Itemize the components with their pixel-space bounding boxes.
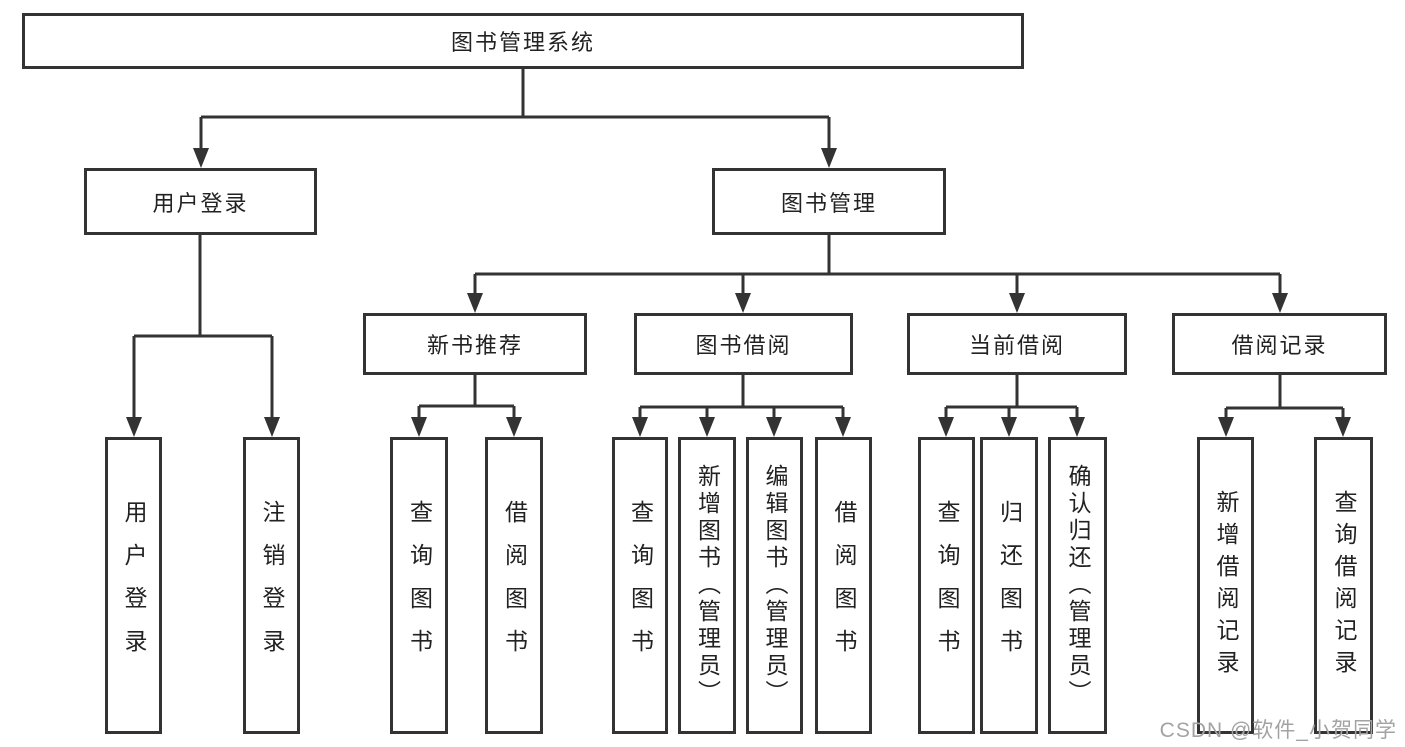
leaf-label: 查询借阅记录 [1331, 489, 1357, 682]
arrowhead-icon [1335, 417, 1351, 437]
node-current-borrow: 当前借阅 [907, 313, 1127, 375]
leaf-label: 用户登录 [121, 499, 147, 672]
node-label: 新书推荐 [426, 333, 523, 358]
node-label: 图书管理系统 [450, 30, 595, 55]
arrowhead-icon [467, 293, 483, 313]
leaf-label: 查询图书 [406, 499, 433, 672]
arrowhead-icon [1009, 293, 1025, 313]
arrowhead-icon [1272, 293, 1288, 313]
leaf-query-books-borrow: 查询图书 [612, 437, 668, 734]
node-book-borrow: 图书借阅 [634, 313, 853, 375]
leaf-add-borrow-record: 新增借阅记录 [1197, 437, 1254, 734]
leaf-label: 新增借阅记录 [1213, 489, 1239, 682]
leaf-add-book-admin: 新增图书（管理员） [678, 437, 736, 734]
arrowhead-icon [735, 293, 751, 313]
leaf-label: 查询图书 [934, 499, 960, 672]
leaf-query-borrow-record: 查询借阅记录 [1314, 437, 1373, 734]
leaf-label: 注销登录 [259, 499, 285, 672]
leaf-query-books-current: 查询图书 [918, 437, 975, 734]
leaf-label: 确认归还（管理员） [1065, 464, 1091, 707]
node-new-book-recommend: 新书推荐 [363, 313, 587, 375]
leaf-label: 新增图书（管理员） [694, 464, 721, 707]
arrowhead-icon [506, 417, 522, 437]
arrowhead-icons [126, 148, 1351, 437]
arrowhead-icon [821, 148, 837, 168]
node-label: 当前借阅 [968, 333, 1065, 358]
arrowhead-icon [411, 417, 427, 437]
node-root-system: 图书管理系统 [22, 13, 1024, 69]
arrowhead-icon [126, 417, 142, 437]
leaf-confirm-return-admin: 确认归还（管理员） [1048, 437, 1107, 734]
node-user-login: 用户登录 [84, 168, 317, 235]
arrowhead-icon [264, 417, 280, 437]
leaf-edit-book-admin: 编辑图书（管理员） [746, 437, 803, 734]
arrowhead-icon [835, 417, 851, 437]
leaf-label: 编辑图书（管理员） [762, 464, 788, 707]
arrowhead-icon [193, 148, 209, 168]
arrowhead-icon [632, 417, 648, 437]
arrowhead-icon [1069, 417, 1085, 437]
arrowhead-icon [699, 417, 715, 437]
csdn-watermark: CSDN @软件_小贺同学 [1159, 719, 1397, 742]
node-book-management: 图书管理 [712, 168, 946, 235]
node-label: 图书借阅 [695, 333, 792, 358]
arrowhead-icon [1001, 417, 1017, 437]
node-label: 图书管理 [780, 190, 877, 216]
leaf-user-login: 用户登录 [105, 437, 162, 734]
connector-paths [132, 69, 1345, 420]
node-label: 用户登录 [152, 190, 249, 216]
leaf-return-book: 归还图书 [980, 437, 1038, 734]
leaf-borrow-books: 借阅图书 [815, 437, 872, 734]
arrowhead-icon [766, 417, 782, 437]
leaf-label: 归还图书 [996, 499, 1023, 672]
arrowhead-icon [1218, 417, 1234, 437]
leaf-query-books-recommend: 查询图书 [390, 437, 448, 734]
arrowhead-icon [938, 417, 954, 437]
leaf-borrow-books-recommend: 借阅图书 [485, 437, 543, 734]
leaf-label: 借阅图书 [831, 499, 857, 672]
leaf-label: 借阅图书 [501, 499, 528, 672]
leaf-label: 查询图书 [627, 499, 654, 672]
node-borrow-records: 借阅记录 [1172, 313, 1387, 375]
leaf-logout: 注销登录 [243, 437, 300, 734]
node-label: 借阅记录 [1231, 333, 1328, 358]
